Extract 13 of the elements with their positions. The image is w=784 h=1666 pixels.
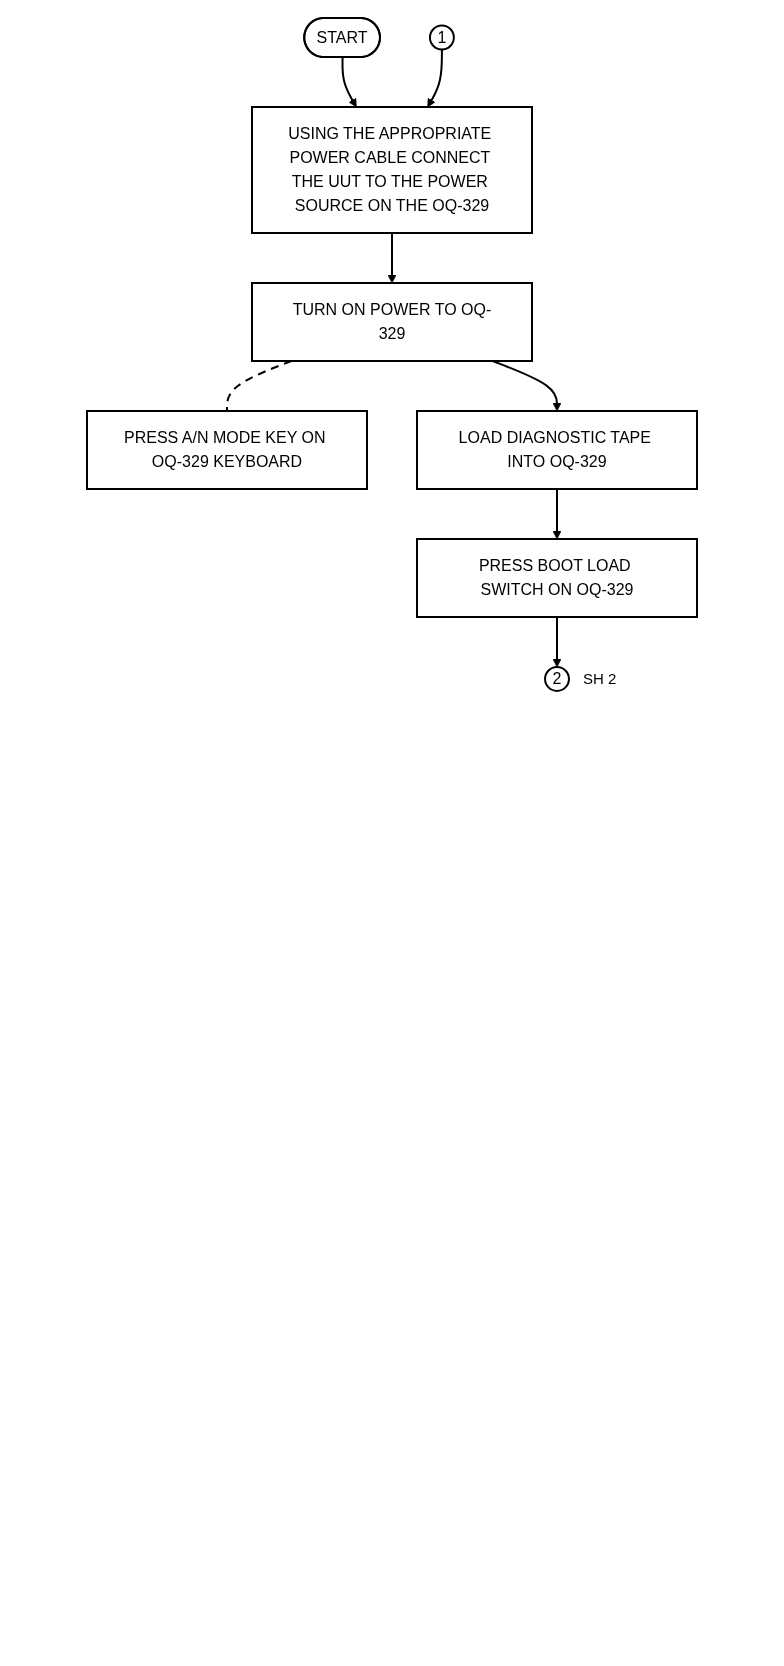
arrow (341, 56, 357, 108)
node-box: TURN ON POWER TO OQ-329 (251, 282, 533, 362)
arrow (387, 232, 397, 284)
node-box: USING THE APPROPRIATE POWER CABLE CONNECT THE UUT TO THE POWER SOURCE ON THE OQ-329 (251, 106, 533, 234)
arrow (427, 48, 443, 108)
node-circle: 1 (428, 24, 455, 51)
sheet-reference: SH 2 (582, 669, 617, 687)
node-box: LOAD DIAGNOSTIC TAPE INTO OQ-329 (416, 410, 698, 490)
arrow (552, 616, 562, 668)
node-box: PRESS BOOT LOAD SWITCH ON OQ-329 (416, 538, 698, 618)
node-circle: 2 (544, 666, 570, 692)
arrow (552, 488, 562, 540)
node-box: PRESS A/N MODE KEY ON OQ-329 KEYBOARD (86, 410, 368, 490)
